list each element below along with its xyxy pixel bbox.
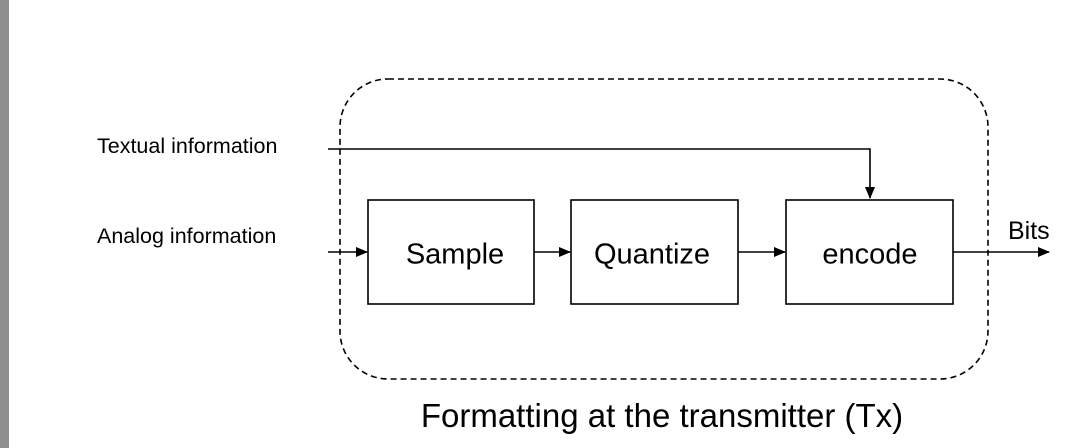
textual-information-label: Textual information <box>97 134 277 158</box>
sample-block-label: Sample <box>406 239 504 271</box>
page-left-edge <box>0 0 9 448</box>
textual-information-arrow <box>328 148 875 199</box>
bits-output-label: Bits <box>1008 217 1050 245</box>
diagram-caption: Formatting at the transmitter (Tx) <box>421 397 903 434</box>
quantize-block: Quantize <box>570 199 739 305</box>
analog-information-label: Analog information <box>97 224 276 248</box>
encode-block: encode <box>785 199 954 305</box>
sample-block: Sample <box>367 199 535 305</box>
quantize-block-label: Quantize <box>594 239 710 271</box>
encode-block-label: encode <box>822 239 917 271</box>
transmitter-boundary <box>339 78 989 380</box>
